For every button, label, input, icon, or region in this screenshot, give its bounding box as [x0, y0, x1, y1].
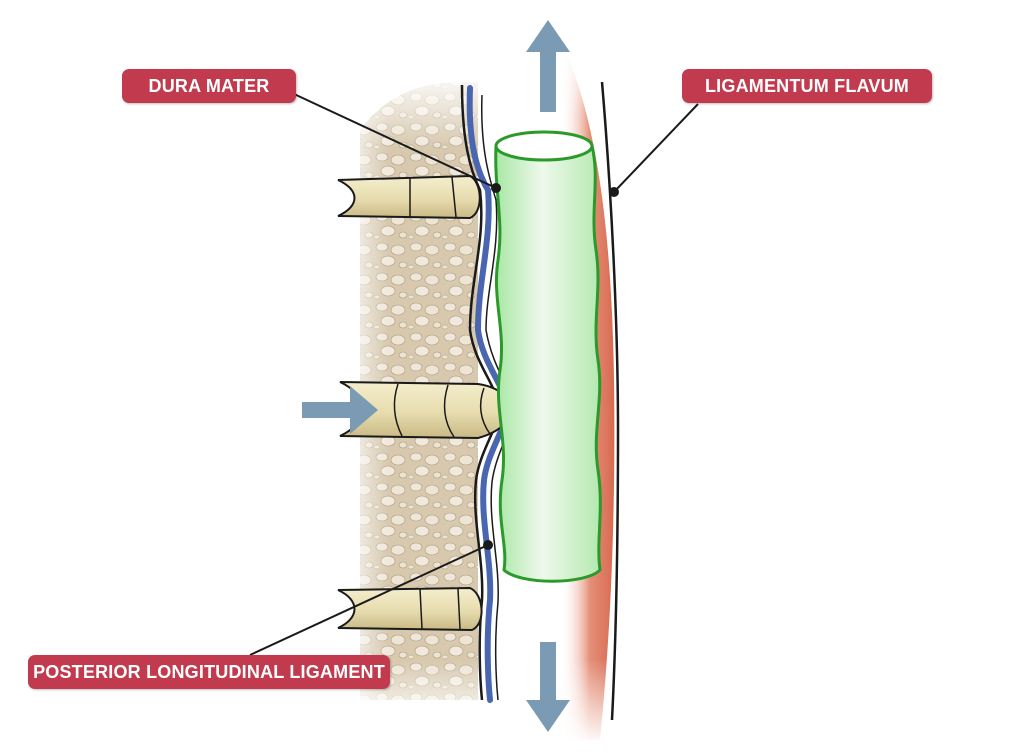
label-dura-mater: DURA MATER	[122, 69, 296, 103]
leader-dot-dura-mater	[491, 183, 501, 193]
disc-upper	[337, 174, 481, 220]
dural-sac	[494, 130, 602, 583]
arrow-right-icon	[302, 386, 378, 434]
leader-dot-posterior-longitudinal-ligament	[483, 540, 493, 550]
arrow-down-icon	[526, 642, 570, 732]
arrow-up-icon	[526, 20, 570, 112]
leader-dot-ligamentum-flavum	[609, 187, 619, 197]
disc-lower	[337, 586, 483, 632]
leader-dura-mater	[293, 93, 497, 189]
leader-ligamentum-flavum	[613, 103, 699, 193]
label-ligamentum-flavum: LIGAMENTUM FLAVUM	[682, 69, 932, 103]
label-posterior-longitudinal-ligament: POSTERIOR LONGITUDINAL LIGAMENT	[28, 655, 390, 689]
leader-posterior-longitudinal-ligament	[249, 544, 489, 656]
